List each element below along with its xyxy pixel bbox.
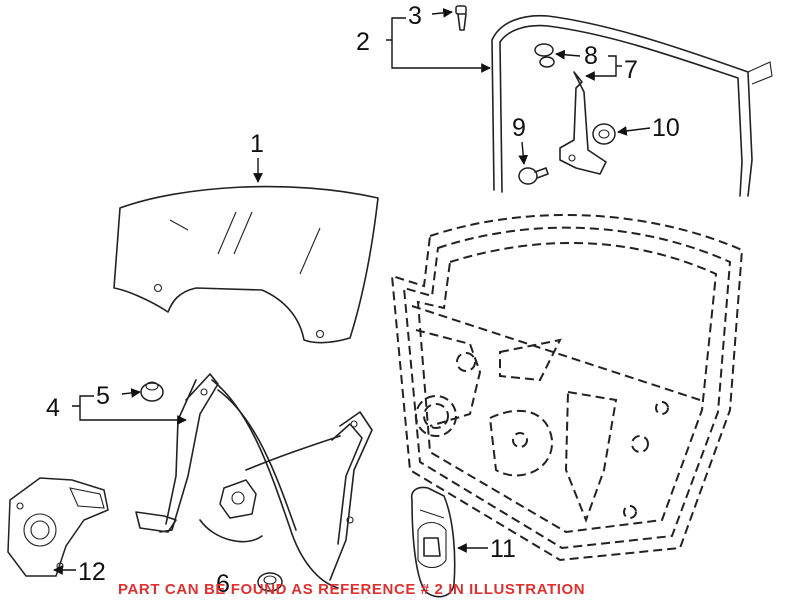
window-channel-part [491, 14, 773, 197]
callout-7: 7 [624, 56, 638, 84]
callout-1: 1 [250, 130, 264, 158]
callout-2: 2 [356, 28, 370, 56]
window-motor-part [7, 477, 109, 577]
bolt-part [455, 5, 467, 31]
nut-part [140, 381, 164, 402]
window-regulator-part [135, 373, 373, 589]
callout-leaders [53, 8, 651, 575]
callout-8: 8 [584, 42, 598, 70]
callout-6: 6 [216, 570, 230, 598]
callout-9: 9 [512, 114, 526, 142]
door-glass-part [113, 185, 379, 344]
callout-5: 5 [96, 382, 110, 410]
callout-4: 4 [46, 394, 60, 422]
grommet-part [592, 123, 616, 145]
clip-part [534, 43, 555, 68]
callout-12: 12 [78, 558, 106, 586]
handle-bezel-part [410, 486, 456, 598]
callout-3: 3 [408, 2, 422, 30]
callout-10: 10 [652, 114, 680, 142]
callout-11: 11 [490, 535, 516, 563]
door-shell [390, 214, 744, 562]
glass-guide-bracket-part [559, 71, 607, 175]
screw-part [518, 167, 549, 185]
reference-notice: PART CAN BE FOUND AS REFERENCE # 2 IN IL… [118, 581, 585, 598]
bushing-part [257, 572, 283, 592]
